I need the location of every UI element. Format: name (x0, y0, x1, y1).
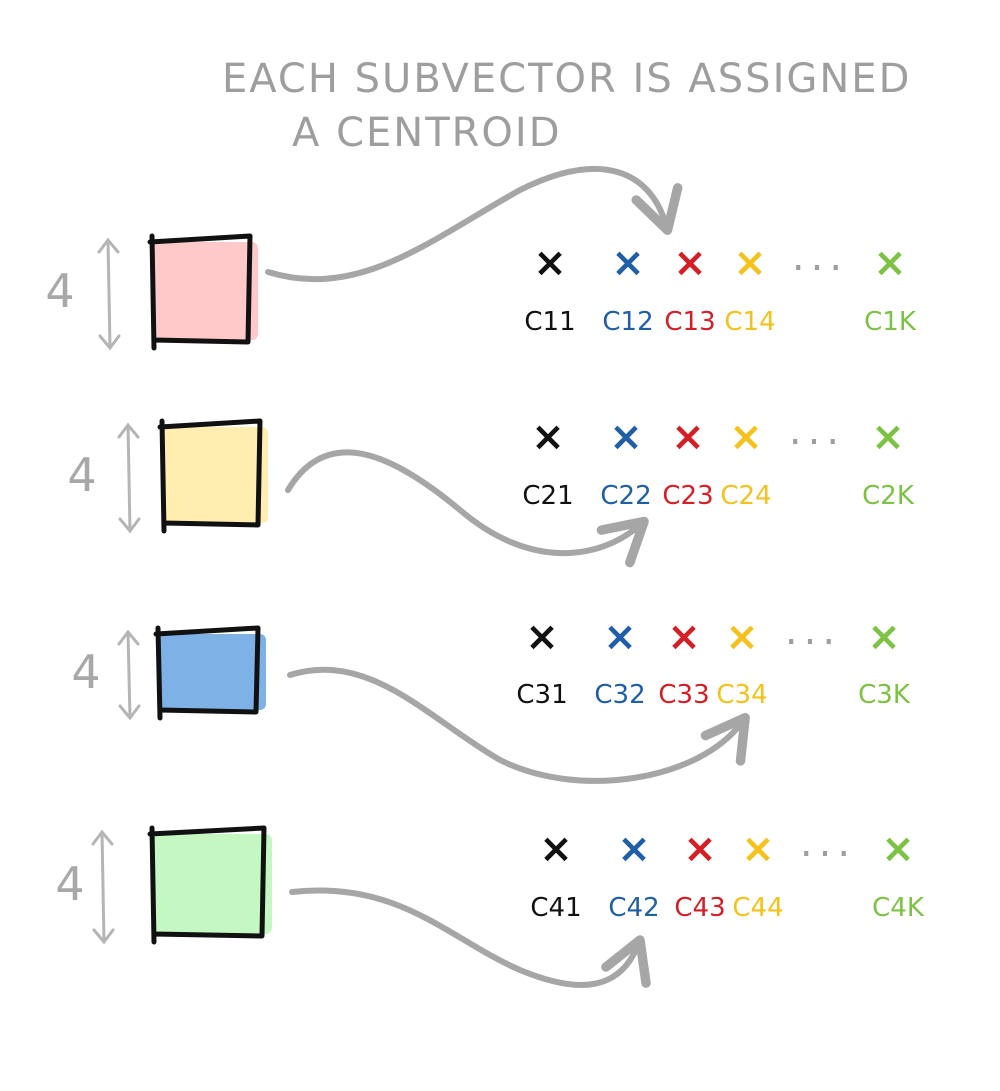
dimension-label: 4 (55, 857, 84, 911)
subvector-row-2: 4 × C21 × C22 × C23 × C24 × C2K... (67, 408, 915, 568)
diagram-title-line-1: EACH SUBVECTOR IS ASSIGNED (222, 56, 911, 102)
centroid-marker-3: × (667, 614, 701, 660)
dimension-bracket (100, 831, 106, 943)
centroid-label: C1K (864, 307, 917, 337)
centroid-marker-1: × (531, 414, 565, 460)
centroid-label: C4K (872, 893, 925, 923)
centroid-marker-3: × (671, 414, 705, 460)
diagram-title-line-2: A CENTROID (292, 110, 562, 156)
centroid-label: C13 (664, 307, 715, 337)
ellipsis: ... (785, 608, 841, 654)
centroid-marker-2: × (603, 614, 637, 660)
centroid-label: C33 (658, 680, 709, 710)
dimension-label: 4 (71, 645, 100, 699)
dimension-bracket-top-cap (91, 829, 114, 846)
subvector-row-4: 4 × C41 × C42 × C43 × C44 × C4K... (55, 820, 925, 988)
centroid-label: C21 (522, 481, 573, 511)
centroid-label: C12 (602, 307, 653, 337)
centroid-label: C14 (724, 307, 775, 337)
centroid-marker-2: × (609, 414, 643, 460)
dimension-label: 4 (45, 264, 74, 318)
centroid-marker-4: × (741, 826, 775, 872)
dimension-bracket-top-cap (97, 237, 120, 254)
centroid-marker-4: × (729, 414, 763, 460)
subvector-fill (154, 834, 272, 934)
subvector-fill (154, 242, 258, 340)
subvector-row-3: 4 × C31 × C32 × C33 × C34 × C3K... (71, 608, 911, 784)
centroid-label: C43 (674, 893, 725, 923)
dimension-bracket-bottom-cap (118, 704, 141, 721)
subvector-rows: 4 × C11 × C12 × C13 × C14 × C1K... 4 × C21 × C22 × C23 × C2… (45, 166, 925, 988)
centroid-marker-4: × (733, 240, 767, 286)
dimension-label: 4 (67, 448, 96, 502)
centroid-marker-1: × (533, 240, 567, 286)
subvector-box (147, 825, 267, 945)
dimension-bracket-top-cap (117, 629, 140, 646)
centroid-marker-5: × (873, 240, 907, 286)
dimension-bracket-bottom-cap (92, 928, 115, 945)
subvector-box (157, 418, 263, 534)
dimension-bracket-top-cap (117, 422, 140, 439)
centroid-label: C22 (600, 481, 651, 511)
subvector-fill (160, 634, 266, 710)
assignment-arrow (285, 449, 649, 568)
subvector-box (153, 625, 261, 721)
centroid-label: C32 (594, 680, 645, 710)
centroid-marker-1: × (525, 614, 559, 660)
subvector-row-1: 4 × C11 × C12 × C13 × C14 × C1K... (45, 166, 917, 351)
ellipsis: ... (792, 234, 848, 280)
dimension-bracket-bottom-cap (98, 334, 121, 351)
centroid-label: C2K (862, 481, 915, 511)
centroid-label: C41 (530, 893, 581, 923)
centroid-marker-5: × (871, 414, 905, 460)
assignment-arrow (265, 166, 683, 283)
centroid-marker-2: × (617, 826, 651, 872)
centroid-marker-5: × (867, 614, 901, 660)
dimension-bracket (126, 424, 132, 532)
dimension-bracket-bottom-cap (118, 517, 141, 534)
centroid-label: C44 (732, 893, 783, 923)
subvector-fill (164, 427, 268, 523)
centroid-label: C24 (720, 481, 771, 511)
centroid-label: C34 (716, 680, 767, 710)
centroid-marker-3: × (683, 826, 717, 872)
centroid-label: C42 (608, 893, 659, 923)
centroid-label: C23 (662, 481, 713, 511)
centroid-label: C11 (524, 307, 575, 337)
ellipsis: ... (800, 820, 856, 866)
centroid-label: C31 (516, 680, 567, 710)
assignment-arrow (289, 887, 651, 988)
assignment-arrow (287, 666, 750, 784)
dimension-bracket (126, 631, 132, 719)
centroid-marker-2: × (611, 240, 645, 286)
centroid-marker-1: × (539, 826, 573, 872)
dimension-bracket (106, 239, 112, 349)
subvector-box (147, 233, 253, 351)
centroid-label: C3K (858, 680, 911, 710)
ellipsis: ... (789, 408, 845, 454)
centroid-marker-3: × (673, 240, 707, 286)
centroid-marker-5: × (881, 826, 915, 872)
centroid-marker-4: × (725, 614, 759, 660)
